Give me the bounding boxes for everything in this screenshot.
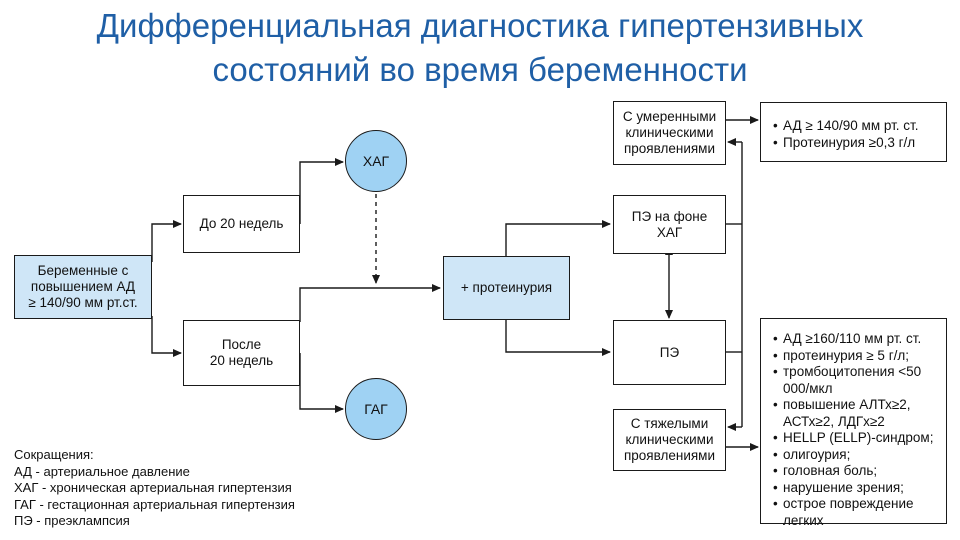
abbreviation-item: АД - артериальное давление bbox=[14, 463, 190, 479]
before20-label: До 20 недель bbox=[199, 216, 284, 231]
title-line-2: состояний во время беременности bbox=[212, 51, 748, 88]
line-pregnant-to-before20 bbox=[151, 220, 182, 262]
severe-criteria-item: острое повреждение легких bbox=[773, 496, 940, 529]
pe-hag-box: ПЭ на фоне ХАГ bbox=[613, 195, 726, 254]
line-proteinuria-to-pe-hag bbox=[505, 220, 611, 256]
proteinuria-label: + протеинурия bbox=[460, 280, 553, 295]
severe-criteria-item: повышение АЛТх≥2, АСТх≥2, ЛДГх≥2 bbox=[773, 397, 940, 430]
title-line-1: Дифференциальная диагностика гипертензив… bbox=[96, 7, 864, 44]
gag-label: ГАГ bbox=[364, 401, 388, 417]
hag-circle: ХАГ bbox=[345, 130, 407, 192]
page-title: Дифференциальная диагностика гипертензив… bbox=[0, 4, 960, 92]
after20-line-2: 20 недель bbox=[209, 353, 274, 368]
after20-line-1: После bbox=[221, 337, 262, 352]
pregnant-line-1: Беременные с bbox=[37, 263, 129, 278]
moderate-line-3: проявлениями bbox=[623, 141, 715, 156]
severe-criteria-item: тромбоцитопения <50 000/мкл bbox=[773, 364, 940, 397]
gag-circle: ГАГ bbox=[345, 378, 407, 440]
moderate-criteria-box: АД ≥ 140/90 мм рт. ст. Протеинурия ≥0,3 … bbox=[760, 102, 947, 162]
abbreviation-item: ПЭ - преэклампсия bbox=[14, 513, 130, 528]
severe-criteria-item: олигоурия; bbox=[773, 447, 940, 464]
pregnant-line-2: повышением АД bbox=[30, 279, 136, 294]
pe-label: ПЭ bbox=[659, 344, 680, 360]
line-proteinuria-to-pe bbox=[505, 320, 611, 356]
moderate-criteria-item: Протеинурия ≥0,3 г/л bbox=[773, 135, 940, 152]
severe-criteria-item: протеинурия ≥ 5 г/л; bbox=[773, 348, 940, 365]
pregnant-box: Беременные с повышением АД ≥ 140/90 мм р… bbox=[14, 255, 152, 319]
severe-line-1: С тяжелыми bbox=[630, 416, 709, 431]
severe-criteria-box: АД ≥160/110 мм рт. ст. протеинурия ≥ 5 г… bbox=[760, 318, 947, 528]
abbreviation-item: ХАГ - хроническая артериальная гипертенз… bbox=[14, 480, 292, 495]
pe-box: ПЭ bbox=[613, 320, 726, 385]
severe-criteria-item: АД ≥160/110 мм рт. ст. bbox=[773, 331, 940, 348]
abbreviations-heading: Сокращения: bbox=[14, 447, 94, 462]
moderate-line-1: С умеренными bbox=[622, 109, 717, 124]
after20-box: После 20 недель bbox=[183, 320, 300, 386]
proteinuria-box: + протеинурия bbox=[443, 256, 570, 320]
moderate-criteria-list: АД ≥ 140/90 мм рт. ст. Протеинурия ≥0,3 … bbox=[773, 118, 940, 151]
moderate-box: С умеренными клиническими проявлениями bbox=[613, 101, 726, 165]
line-after20-to-proteinuria bbox=[299, 284, 441, 322]
line-after20-to-gag bbox=[299, 353, 344, 413]
severe-criteria-item: головная боль; bbox=[773, 463, 940, 480]
severe-line-2: клиническими bbox=[625, 432, 714, 447]
severe-criteria-item: HELLP (ELLP)-синдром; bbox=[773, 430, 940, 447]
severe-criteria-list: АД ≥160/110 мм рт. ст. протеинурия ≥ 5 г… bbox=[773, 331, 940, 529]
hag-label: ХАГ bbox=[362, 153, 390, 169]
severe-line-3: проявлениями bbox=[623, 448, 715, 463]
abbreviations-legend: Сокращения: АД - артериальное давление Х… bbox=[14, 447, 295, 530]
moderate-line-2: клиническими bbox=[625, 125, 714, 140]
abbreviation-item: ГАГ - гестационная артериальная гипертен… bbox=[14, 496, 295, 512]
pe-hag-label: ПЭ на фоне ХАГ bbox=[631, 208, 708, 240]
line-pregnant-to-after20 bbox=[151, 316, 182, 357]
moderate-criteria-item: АД ≥ 140/90 мм рт. ст. bbox=[773, 118, 940, 135]
line-before20-to-hag bbox=[299, 158, 344, 224]
severe-box: С тяжелыми клиническими проявлениями bbox=[613, 409, 726, 471]
severe-criteria-item: нарушение зрения; bbox=[773, 480, 940, 497]
pregnant-line-3: ≥ 140/90 мм рт.ст. bbox=[28, 295, 138, 310]
before20-box: До 20 недель bbox=[183, 195, 300, 253]
